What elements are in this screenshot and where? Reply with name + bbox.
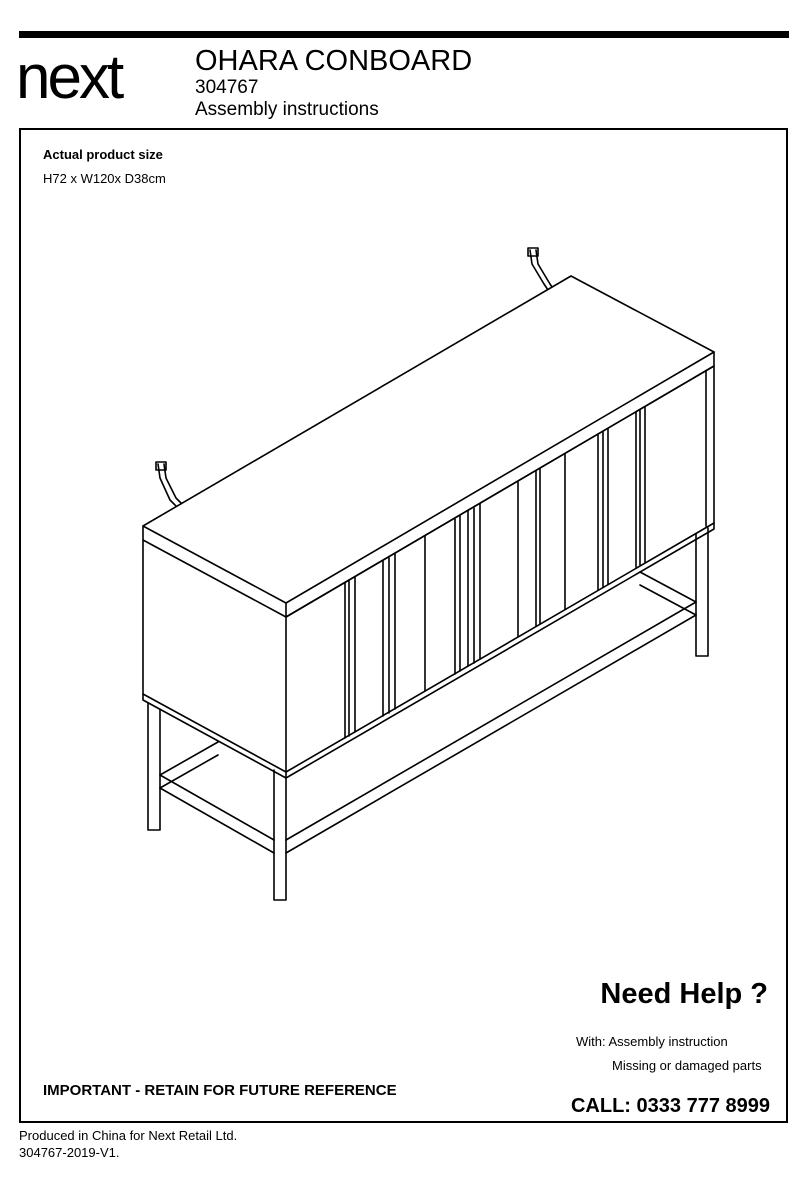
footer-doc-code: 304767-2019-V1. (19, 1145, 120, 1160)
sideboard-illustration (142, 247, 715, 901)
content-frame (19, 128, 788, 1123)
product-title: OHARA CONBOARD (195, 45, 473, 77)
help-title: Need Help ? (600, 978, 768, 1010)
product-code: 304767 (195, 77, 259, 98)
help-second-line: Missing or damaged parts (612, 1058, 762, 1073)
footer-produced: Produced in China for Next Retail Ltd. (19, 1128, 238, 1143)
title-block: OHARA CONBOARD 304767 Assembly instructi… (195, 45, 472, 121)
top-rule (19, 31, 789, 38)
document-subtitle: Assembly instructions (195, 99, 379, 120)
size-label: Actual product size (43, 147, 163, 162)
size-value: H72 x W120x D38cm (43, 171, 166, 186)
next-logo: next (16, 46, 127, 112)
help-with-line: With: Assembly instruction (576, 1034, 728, 1049)
call-number[interactable]: CALL: 0333 777 8999 (570, 1095, 770, 1117)
svg-text:next: next (16, 46, 124, 112)
important-notice: IMPORTANT - RETAIN FOR FUTURE REFERENCE (43, 1082, 397, 1099)
